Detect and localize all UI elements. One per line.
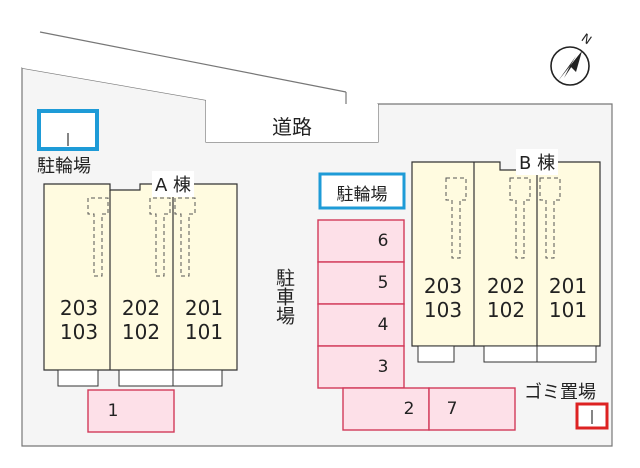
unit-lower-floor: 102 (486, 298, 526, 322)
building-a-unit-2: 202 102 (116, 296, 166, 344)
bicycle-parking-center-label: 駐輪場 (336, 185, 388, 205)
unit-upper-floor: 201 (184, 296, 224, 320)
building-a-label: A 棟 (152, 171, 195, 197)
parking-spot-1-label: 1 (107, 401, 119, 421)
parking-spot-1 (87, 389, 175, 433)
unit-upper-floor: 202 (486, 274, 526, 298)
parking-spot-5-label: 5 (377, 273, 389, 293)
compass-icon (550, 46, 590, 86)
unit-lower-floor: 103 (59, 320, 99, 344)
unit-lower-floor: 103 (423, 298, 463, 322)
road (22, 32, 378, 142)
parking-spot-5 (317, 261, 405, 305)
road-label: 道路 (272, 115, 312, 139)
parking-spot-6-label: 6 (377, 231, 389, 251)
bicycle-parking-left-label: 駐輪場 (37, 156, 91, 177)
garbage-area-label: ゴミ置場 (524, 382, 596, 403)
building-b (411, 161, 601, 363)
parking-spot-3 (317, 345, 405, 389)
parking-area (87, 219, 516, 433)
unit-upper-floor: 203 (59, 296, 99, 320)
building-b-unit-2: 202 102 (481, 274, 531, 322)
bicycle-parking-center-marker (318, 172, 406, 210)
parking-spot-6 (317, 219, 405, 263)
unit-lower-floor: 102 (121, 320, 161, 344)
parking-spot-4-label: 4 (377, 315, 389, 335)
unit-lower-floor: 101 (548, 298, 588, 322)
parking-spot-4 (317, 303, 405, 347)
building-b-unit-1: 203 103 (418, 274, 468, 322)
parking-spot-2-label: 2 (403, 399, 415, 419)
unit-lower-floor: 101 (184, 320, 224, 344)
unit-upper-floor: 203 (423, 274, 463, 298)
building-a (43, 183, 238, 387)
building-b-unit-3: 201 101 (543, 274, 593, 322)
building-a-unit-3: 201 101 (179, 296, 229, 344)
parking-spot-7-label: 7 (446, 399, 458, 419)
parking-spot-7 (428, 387, 516, 431)
building-b-label: B 棟 (516, 149, 559, 175)
parking-lot-label: 駐車場 (273, 268, 295, 325)
parking-spot-3-label: 3 (377, 357, 389, 377)
parking-spot-2 (342, 387, 430, 431)
unit-upper-floor: 201 (548, 274, 588, 298)
building-a-unit-1: 203 103 (54, 296, 104, 344)
unit-upper-floor: 202 (121, 296, 161, 320)
